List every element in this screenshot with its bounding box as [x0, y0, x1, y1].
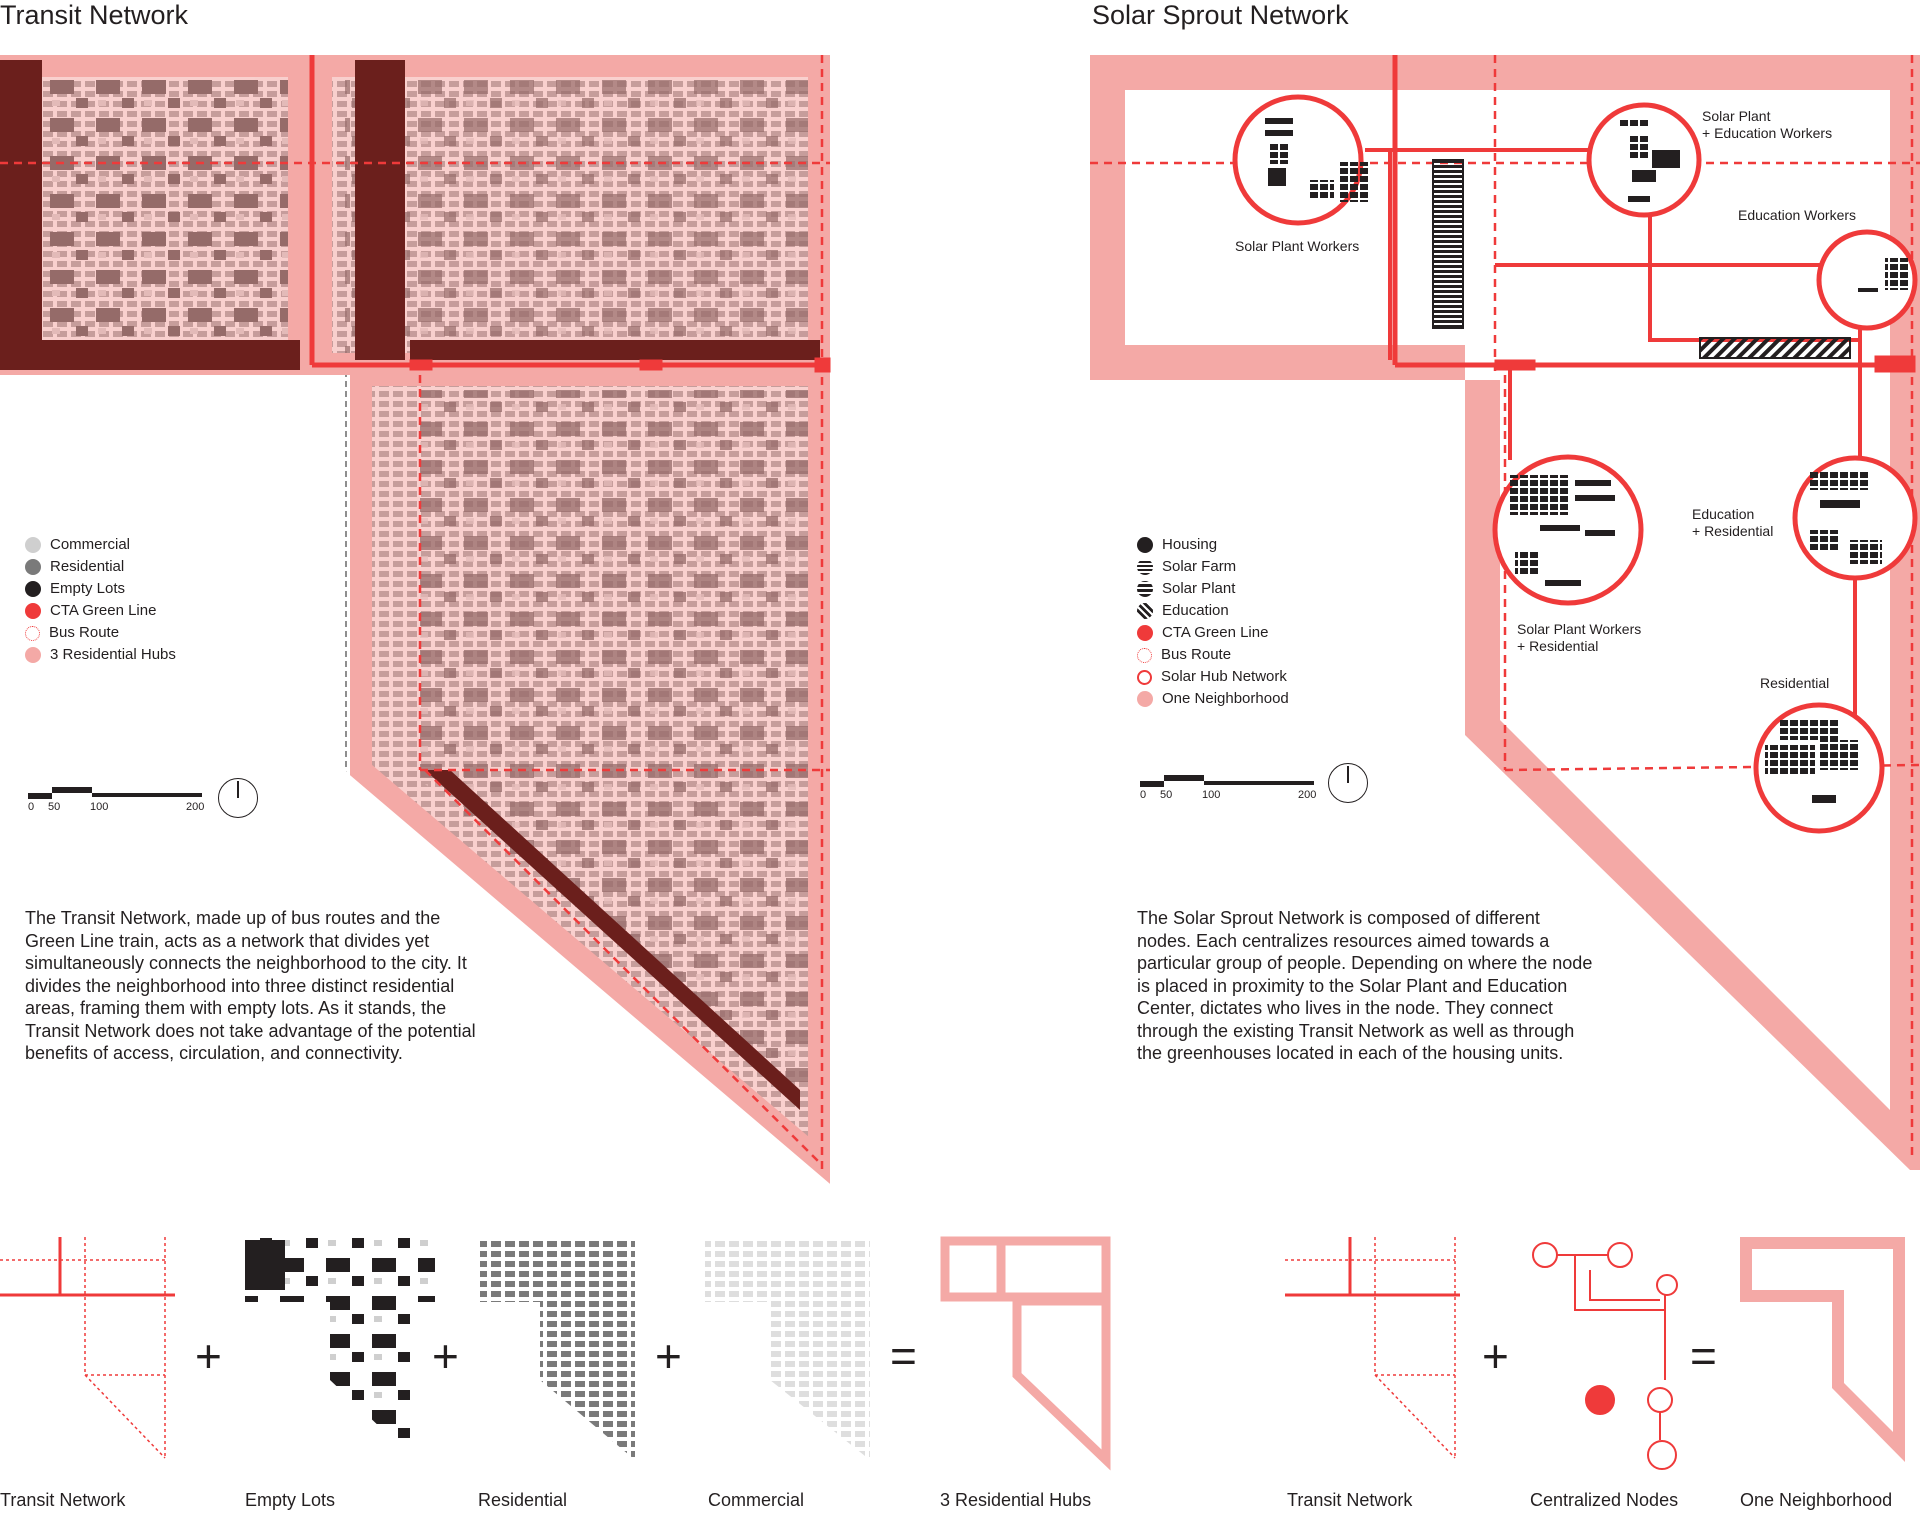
eq-commercial	[705, 1237, 870, 1460]
transit-network-title: Transit Network	[0, 0, 189, 30]
node-label-spw-res-2: + Residential	[1517, 638, 1599, 654]
hub-ring-icon	[1137, 669, 1152, 685]
eq-label-transit-network: Transit Network	[0, 1490, 126, 1510]
eq-label-empty-lots: Empty Lots	[245, 1490, 336, 1510]
legend-item-education: Education	[1137, 600, 1289, 622]
eq-label-centralized-nodes: Centralized Nodes	[1530, 1490, 1679, 1510]
solar-plant-icon	[1137, 581, 1153, 597]
green-line-swatch-icon	[25, 603, 41, 619]
legend-item-bus-route-right: Bus Route	[1137, 644, 1289, 666]
bus-route-swatch-icon	[25, 625, 40, 641]
eq-label-one-neighborhood: One Neighborhood	[1740, 1490, 1893, 1510]
equals-operator-2: =	[1690, 1330, 1717, 1382]
commercial-swatch-icon	[25, 537, 41, 553]
node-label-residential: Residential	[1760, 675, 1830, 691]
solar-bus-routes	[1090, 55, 1920, 1160]
solar-farm-icon	[1137, 559, 1153, 575]
node-label-solar-plant-workers: Solar Plant Workers	[1235, 238, 1360, 254]
eq-centralized-nodes	[1532, 1242, 1678, 1470]
solar-sprout-map	[1090, 55, 1920, 1170]
solar-scale-bar: 0 50 100 200	[1140, 773, 1320, 801]
eq-label-commercial: Commercial	[708, 1490, 805, 1510]
plus-operator-2: +	[432, 1330, 459, 1382]
empty-lots-swatch-icon	[25, 581, 41, 597]
hub-solar-plant-workers	[1232, 94, 1364, 226]
eq-label-residential: Residential	[478, 1490, 568, 1510]
bus-route-icon	[1137, 647, 1152, 663]
transit-description: The Transit Network, made up of bus rout…	[25, 908, 476, 1063]
hub-solar-plant-education	[1586, 102, 1702, 218]
node-label-education-workers: Education Workers	[1738, 207, 1857, 223]
legend-item-hub-network: Solar Hub Network	[1137, 666, 1289, 688]
plus-operator-4: +	[1482, 1330, 1509, 1382]
north-arrow-icon	[218, 778, 258, 818]
legend-item-solar-plant: Solar Plant	[1137, 578, 1289, 600]
cta-green-line	[309, 55, 831, 373]
eq-label-three-hubs: 3 Residential Hubs	[940, 1490, 1092, 1510]
legend-item-residential-hubs: 3 Residential Hubs	[25, 644, 176, 666]
neighborhood-icon	[1137, 691, 1153, 707]
legend-item-green-line: CTA Green Line	[25, 600, 176, 622]
node-label-solar-plant-edu-2: + Education Workers	[1702, 125, 1833, 141]
node-label-solar-plant-edu-1: Solar Plant	[1702, 108, 1771, 124]
education-icon	[1137, 603, 1153, 619]
empty-lot-edges	[0, 60, 820, 1110]
eq-one-neighborhood	[1740, 1237, 1905, 1462]
one-neighborhood-outline	[1090, 55, 1920, 1170]
solar-green-line	[1392, 55, 1916, 373]
legend-item-bus-route: Bus Route	[25, 622, 176, 644]
node-label-spw-res-1: Solar Plant Workers	[1517, 621, 1642, 637]
eq-transit-network-left	[0, 1237, 175, 1459]
residential-hubs-swatch-icon	[25, 647, 41, 663]
residential-swatch-icon	[25, 559, 41, 575]
node-label-education-res-1: Education	[1692, 506, 1755, 522]
eq-three-hubs	[940, 1236, 1111, 1471]
legend-item-one-neighborhood: One Neighborhood	[1137, 688, 1289, 710]
hub-education-workers	[1816, 229, 1918, 331]
education-block-1	[1432, 159, 1464, 329]
eq-empty-lots	[245, 1237, 435, 1460]
hub-network-links	[1365, 148, 1862, 720]
education-block-2	[1699, 337, 1851, 359]
transit-legend: Commercial Residential Empty Lots CTA Gr…	[25, 534, 176, 666]
node-label-education-res-2: + Residential	[1692, 523, 1774, 539]
eq-label-transit-network-right: Transit Network	[1287, 1490, 1413, 1510]
north-arrow-icon-right	[1328, 763, 1368, 803]
legend-item-residential: Residential	[25, 556, 176, 578]
transit-scale-bar: 0 50 100 200	[28, 785, 208, 813]
solar-sprout-description: The Solar Sprout Network is composed of …	[1137, 908, 1593, 1063]
legend-item-commercial: Commercial	[25, 534, 176, 556]
legend-item-solar-farm: Solar Farm	[1137, 556, 1289, 578]
plus-operator-3: +	[655, 1330, 682, 1382]
solar-legend: Housing Solar Farm Solar Plant Education…	[1137, 534, 1289, 710]
housing-icon	[1137, 537, 1153, 553]
legend-item-housing: Housing	[1137, 534, 1289, 556]
plus-operator-1: +	[195, 1330, 222, 1382]
legend-item-green-line-right: CTA Green Line	[1137, 622, 1289, 644]
eq-residential	[480, 1237, 635, 1460]
green-line-icon	[1137, 625, 1153, 641]
legend-item-empty-lots: Empty Lots	[25, 578, 176, 600]
solar-sprout-title: Solar Sprout Network	[1092, 0, 1349, 30]
equals-operator-1: =	[890, 1330, 917, 1382]
bus-routes	[0, 55, 830, 1170]
eq-transit-network-right	[1285, 1237, 1460, 1459]
